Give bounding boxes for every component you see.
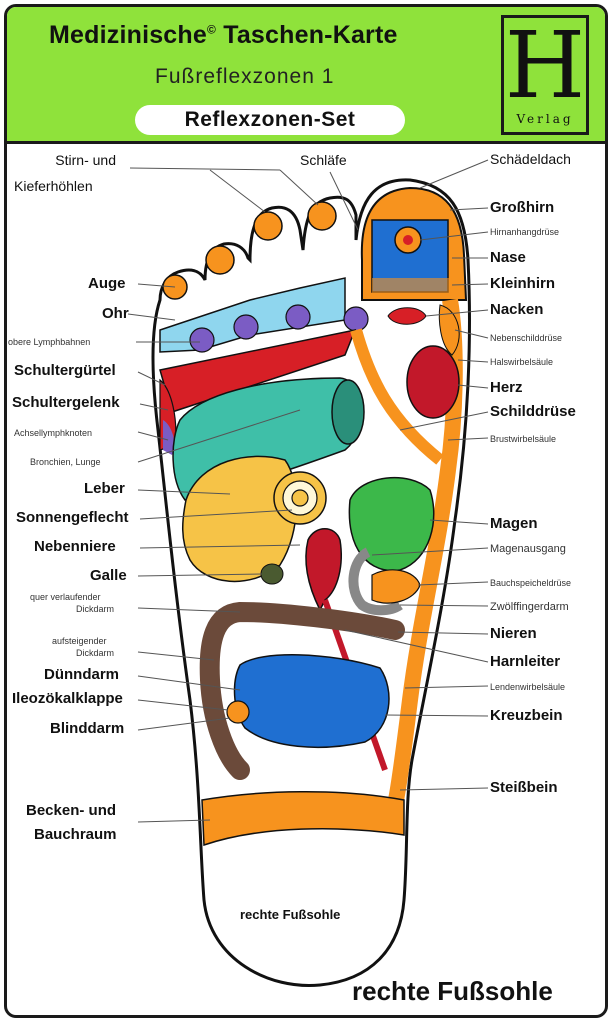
lymph-dot-3: [285, 304, 311, 330]
label-nase: Nase: [490, 249, 526, 266]
label-schultergelenk: Schultergelenk: [12, 394, 120, 411]
publisher-logo: H Verlag: [501, 12, 589, 135]
label-zwolf: Zwölffingerdarm: [490, 601, 569, 613]
label-magen: Magen: [490, 515, 538, 532]
label-auge: Auge: [88, 275, 126, 292]
label-stirn: Stirn- und: [55, 152, 116, 168]
label-steiss: Steißbein: [490, 779, 558, 796]
label-ohr: Ohr: [102, 305, 129, 322]
label-becken1: Becken- und: [26, 802, 117, 819]
kidney-zone: [305, 528, 342, 612]
lung-end: [331, 379, 365, 445]
duodenum: [348, 547, 403, 616]
foot-caption: rechte Fußsohle: [240, 907, 341, 922]
label-hirnanhang: Hirnanhangdrüse: [490, 227, 560, 237]
label-auf2: Dickdarm: [76, 648, 115, 658]
label-bauchspeichel: Bauchspeicheldrüse: [490, 578, 572, 588]
liver-zone: [182, 455, 298, 583]
bottom-title: rechte Fußsohle: [352, 976, 553, 1006]
label-schultergurtel: Schultergürtel: [14, 362, 116, 379]
label-kleinhirn: Kleinhirn: [490, 275, 556, 292]
label-quer1: quer verlaufender: [30, 592, 101, 602]
gall-zone: [260, 563, 284, 585]
card-header: Medizinische© Taschen-Karte Fußreflexzon…: [7, 7, 605, 144]
label-blinddarm: Blinddarm: [50, 720, 125, 737]
parathyroid: [438, 304, 460, 356]
logo-subtitle: Verlag: [516, 112, 574, 126]
label-quer2: Dickdarm: [76, 604, 115, 614]
label-achsel: Achsellymphknoten: [14, 428, 93, 438]
label-kiefer: Kieferhöhlen: [14, 178, 93, 194]
large-intestine: [199, 601, 405, 780]
label-halswirbel: Halswirbelsäule: [490, 357, 554, 367]
solar-plexus-inner: [291, 489, 309, 507]
set-badge: Reflexzonen-Set: [135, 105, 405, 135]
leader-lines: [127, 159, 489, 823]
label-sonnengeflecht: Sonnengeflecht: [16, 509, 129, 526]
label-nacken: Nacken: [490, 301, 544, 318]
cerebellum-band: [372, 278, 452, 296]
label-schadeldach: Schädeldach: [490, 151, 571, 167]
label-magenausgang: Magenausgang: [490, 543, 566, 555]
label-galle: Galle: [90, 567, 127, 584]
label-grosshirn: Großhirn: [490, 199, 555, 216]
card-title: Medizinische© Taschen-Karte: [49, 21, 398, 49]
label-harnleiter: Harnleiter: [490, 653, 561, 670]
label-ileozokal: Ileozökalklappe: [12, 690, 123, 707]
label-nebenschild: Nebenschilddrüse: [490, 333, 563, 343]
label-brustwirbel: Brustwirbelsäule: [490, 434, 557, 444]
label-leber: Leber: [84, 480, 125, 497]
toe-tip-3: [253, 211, 283, 241]
pituitary-inner: [403, 235, 413, 245]
label-nieren: Nieren: [490, 625, 537, 642]
label-kreuzbein: Kreuzbein: [490, 707, 563, 724]
thoracic-curve: [350, 328, 444, 465]
label-nebenniere: Nebenniere: [34, 538, 116, 555]
lymph-dot-1: [189, 327, 215, 353]
lymph-dot-2: [233, 314, 259, 340]
lymph-dot-4: [343, 306, 369, 332]
label-herz: Herz: [490, 379, 523, 396]
label-auf1: aufsteigender: [52, 636, 107, 646]
label-schlafe: Schläfe: [300, 152, 347, 168]
card-subtitle: Fußreflexzonen 1: [155, 65, 335, 88]
label-dunndarm: Dünndarm: [44, 666, 119, 683]
logo-letter: H: [504, 12, 586, 119]
label-lymph: obere Lymphbahnen: [8, 337, 91, 347]
toe-tip-2: [307, 201, 337, 231]
toe-tip-4: [205, 245, 235, 275]
small-intestine: [233, 654, 390, 749]
armpit-lymph: [163, 420, 175, 455]
label-becken2: Bauchraum: [34, 826, 117, 843]
label-lenden: Lendenwirbelsäule: [490, 682, 566, 692]
ileocecal-valve: [226, 700, 250, 724]
label-bronchien: Bronchien, Lunge: [30, 457, 101, 467]
pelvis-band: [201, 790, 405, 847]
label-schilddruse: Schilddrüse: [490, 403, 576, 420]
heart-zone: [406, 345, 460, 419]
